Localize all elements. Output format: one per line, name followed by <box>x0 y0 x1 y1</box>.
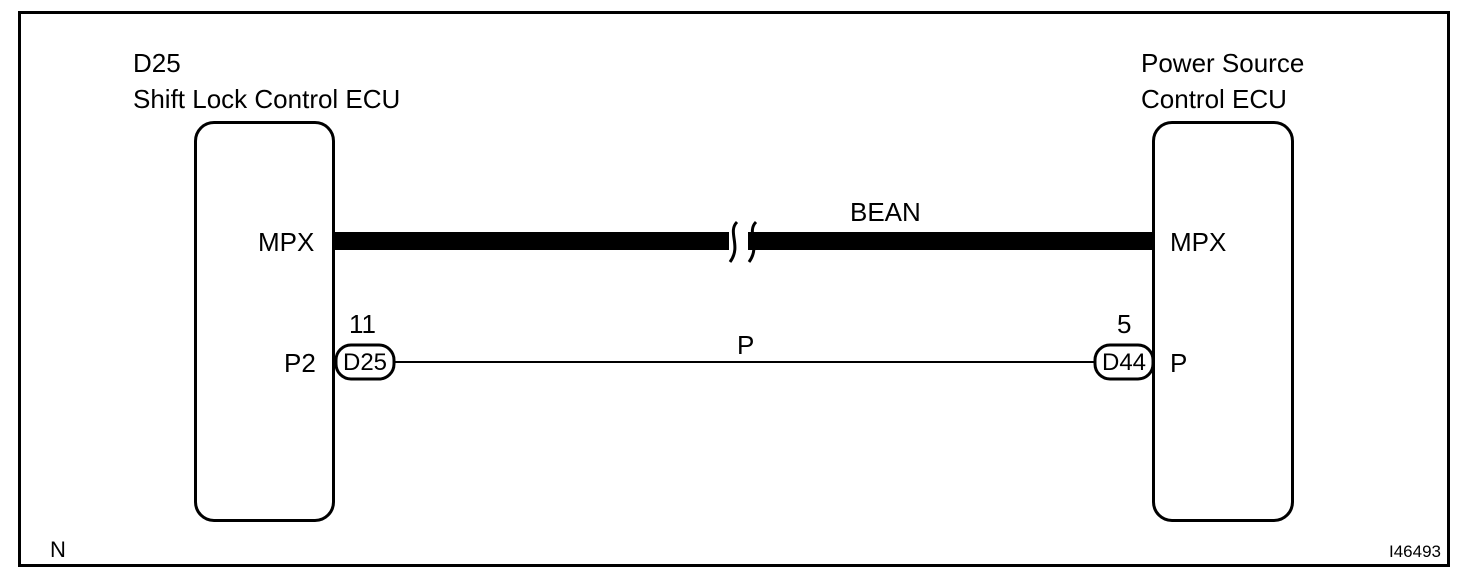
right-ecu-name-line1: Power Source <box>1141 48 1305 78</box>
p-wire-label: P <box>737 330 755 360</box>
connector-d25-label: D25 <box>342 349 388 376</box>
left-pin-number: 11 <box>349 309 376 339</box>
right-pin-number: 5 <box>1117 309 1132 339</box>
left-terminal-mpx: MPX <box>258 227 315 257</box>
bean-bus-left-segment <box>335 232 729 250</box>
left-terminal-p2: P2 <box>284 348 316 378</box>
left-ecu-box <box>194 121 335 522</box>
break-mark-right <box>747 220 758 263</box>
left-ecu-code: D25 <box>133 48 181 78</box>
right-terminal-mpx: MPX <box>1170 227 1227 257</box>
left-ecu-name: Shift Lock Control ECU <box>133 84 401 114</box>
figure-id: I46493 <box>1389 542 1441 561</box>
connector-d25 <box>334 343 396 381</box>
right-ecu-name-line2: Control ECU <box>1141 84 1287 114</box>
break-mark-left <box>728 220 739 263</box>
bean-bus-label: BEAN <box>850 197 921 227</box>
right-ecu-box <box>1152 121 1294 522</box>
footer-left-mark: N <box>50 537 66 562</box>
diagram-border <box>18 11 1450 567</box>
connector-d44-label: D44 <box>1101 349 1147 376</box>
connector-d44 <box>1093 343 1155 381</box>
bean-bus-right-segment <box>748 232 1152 250</box>
right-terminal-p: P <box>1170 348 1188 378</box>
